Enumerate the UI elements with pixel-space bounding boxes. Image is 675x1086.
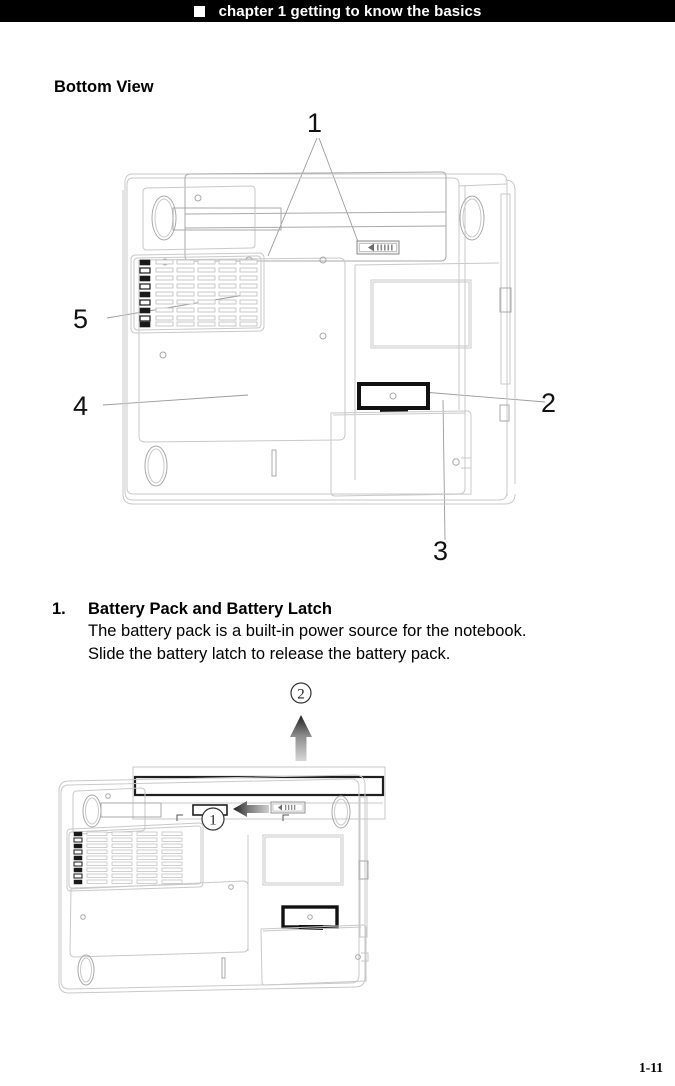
page-title: Bottom View [54, 78, 154, 96]
top-left-panel [142, 185, 282, 251]
main-compartment-cover-2 [69, 835, 249, 958]
ventilation-grille [130, 252, 265, 334]
step-1-latch-arrow: 1 [201, 801, 306, 831]
list-item-line-2: Slide the battery latch to release the b… [88, 645, 451, 663]
callout-number-2: 2 [541, 388, 556, 418]
grille-vent-bars [155, 259, 258, 327]
battery-latch-slider [356, 240, 400, 255]
grille-indicator-column-2 [73, 831, 83, 885]
square-bullet-icon [193, 5, 205, 17]
memory-door-panel-2 [262, 834, 344, 886]
top-right-foot [459, 195, 485, 241]
bottom-feet-and-slot [144, 445, 277, 487]
step-2-lift-arrow: 2 [290, 682, 312, 761]
list-item-line-1: The battery pack is a built-in power sou… [88, 622, 527, 640]
lower-right-region [354, 262, 500, 480]
battery-pack [184, 171, 447, 262]
step-number-1: 1 [209, 813, 217, 829]
figure-bottom-view: .ln-l { fill:none; stroke:#c9c9c9; strok… [55, 110, 620, 570]
callout-number-4: 4 [73, 391, 88, 421]
callout-number-5: 5 [73, 304, 88, 334]
list-item: 1. Battery Pack and Battery Latch The ba… [52, 598, 652, 666]
callout-number-1: 1 [307, 110, 322, 138]
callout-number-3: 3 [433, 536, 448, 566]
figure-battery-removal: .f2-l { fill:none; stroke:#c9c9c9; strok… [55, 675, 455, 1020]
list-item-marker: 1. [52, 600, 66, 618]
instruction-list: 1. Battery Pack and Battery Latch The ba… [52, 598, 652, 666]
right-edge-port-strip [499, 193, 512, 422]
list-item-title: Battery Pack and Battery Latch [88, 600, 332, 618]
step-number-2: 2 [297, 687, 305, 703]
bottom-feet-and-slot-2 [77, 954, 226, 986]
memory-door-panel [370, 279, 472, 349]
right-edge-port-strip-2 [358, 796, 369, 938]
page-number: 1-11 [638, 1060, 663, 1075]
notebook-chassis-outline-2 [58, 774, 366, 994]
chapter-header-title: chapter 1 getting to know the basics [218, 2, 482, 20]
lower-compartment-cover [330, 410, 472, 497]
grille-indicator-column [139, 259, 151, 328]
port-connector [357, 382, 430, 412]
ventilation-grille-2 [66, 822, 204, 892]
top-right-foot-2 [331, 795, 351, 829]
notebook-chassis-outline [122, 173, 516, 505]
lower-compartment-cover-2 [260, 924, 369, 986]
grille-vent-bars-2 [86, 831, 183, 884]
chapter-header-bar: chapter 1 getting to know the basics [0, 0, 675, 22]
